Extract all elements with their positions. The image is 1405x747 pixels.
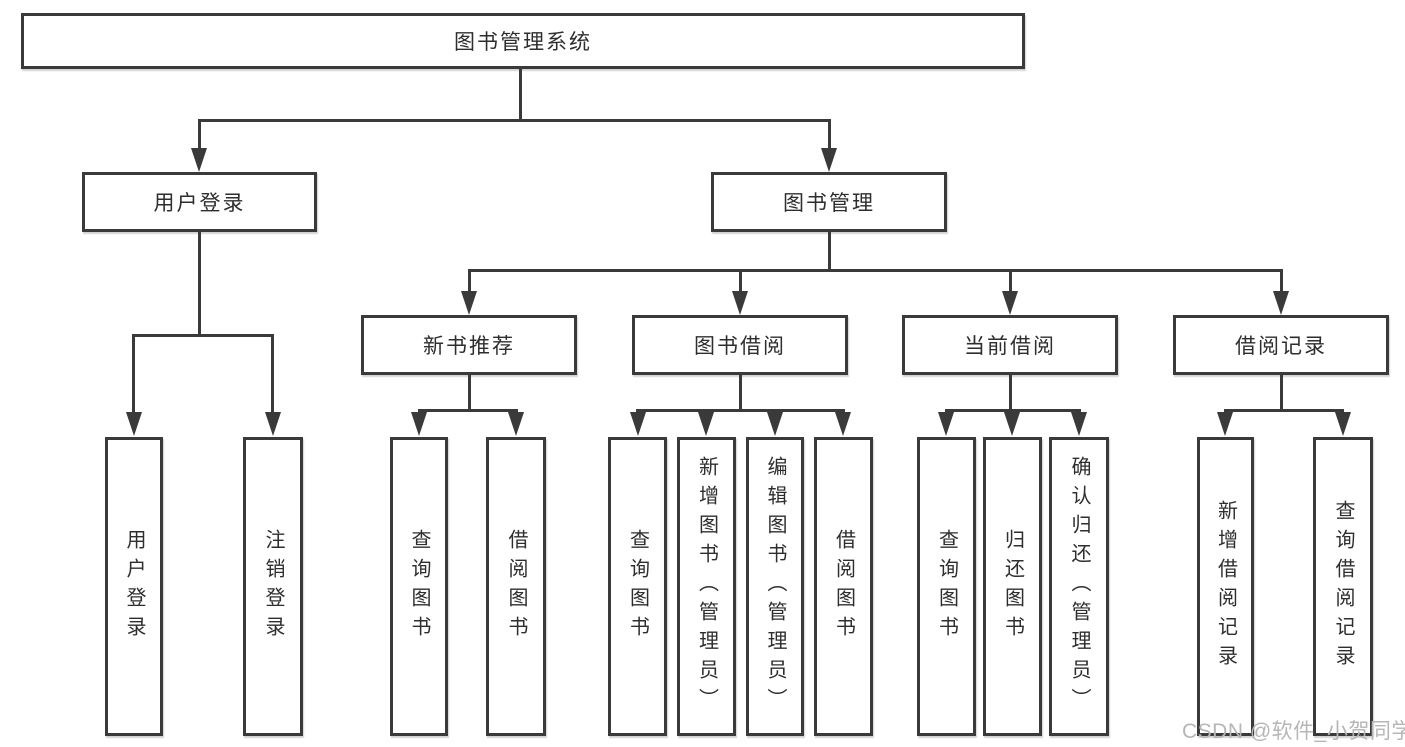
node-leaf-user-login-label: 用户登录 [123, 528, 145, 645]
node-current-borrowing: 当前借阅 [902, 315, 1118, 375]
node-borrow-add-books-admin: 新增图书（管理员） [677, 437, 736, 736]
arrow-down-icon [191, 148, 207, 172]
node-current-query-books-label: 查询图书 [935, 528, 958, 645]
node-leaf-logout-label: 注销登录 [262, 528, 284, 645]
connector-rec-hline [418, 409, 518, 412]
node-root-label: 图书管理系统 [454, 31, 592, 54]
node-rec-borrow-books: 借阅图书 [486, 437, 546, 736]
node-borrow-records: 借阅记录 [1173, 315, 1389, 375]
node-current-confirm-return-admin-label: 确认归还（管理员） [1068, 456, 1090, 717]
node-current-borrowing-label: 当前借阅 [964, 335, 1056, 358]
connector-login-hline [132, 334, 274, 337]
connector-mgmt-vline [828, 232, 831, 272]
connector-login-drop-left [132, 334, 135, 414]
arrow-down-icon [126, 412, 142, 436]
node-current-return-books-label: 归还图书 [1001, 528, 1024, 645]
arrow-down-icon [821, 148, 837, 172]
arrow-down-icon [1002, 291, 1018, 315]
node-records-add-record: 新增借阅记录 [1197, 437, 1254, 736]
connector-records-vline [1280, 375, 1283, 412]
arrow-down-icon [1217, 412, 1233, 436]
connector-mgmt-drop-2 [739, 269, 742, 295]
node-new-book-recommend: 新书推荐 [361, 315, 577, 375]
node-root: 图书管理系统 [21, 13, 1025, 69]
connector-records-hline [1224, 409, 1344, 412]
node-borrow-query-books: 查询图书 [608, 437, 667, 736]
arrow-down-icon [1335, 412, 1351, 436]
node-book-borrowing-label: 图书借阅 [694, 335, 786, 358]
connector-mgmt-drop-3 [1009, 269, 1012, 295]
node-records-add-record-label: 新增借阅记录 [1214, 499, 1237, 674]
connector-current-vline [1009, 375, 1012, 412]
connector-mgmt-hline [468, 269, 1283, 272]
node-current-confirm-return-admin: 确认归还（管理员） [1049, 437, 1109, 736]
node-user-login: 用户登录 [82, 172, 317, 232]
node-user-login-label: 用户登录 [153, 192, 246, 215]
node-borrow-add-books-admin-label: 新增图书（管理员） [695, 456, 718, 717]
arrow-down-icon [265, 412, 281, 436]
arrow-down-icon [835, 412, 851, 436]
arrow-down-icon [1004, 412, 1020, 436]
node-leaf-logout: 注销登录 [243, 437, 303, 736]
arrow-down-icon [1273, 291, 1289, 315]
node-rec-query-books: 查询图书 [390, 437, 448, 736]
csdn-watermark: CSDN @软件_小贺同学 [1182, 720, 1405, 743]
connector-mgmt-drop-1 [468, 269, 471, 295]
arrow-down-icon [461, 291, 477, 315]
node-book-management: 图书管理 [711, 172, 947, 232]
node-new-book-recommend-label: 新书推荐 [423, 335, 515, 358]
node-records-query-record-label: 查询借阅记录 [1332, 499, 1354, 674]
node-current-query-books: 查询图书 [917, 437, 976, 736]
arrow-down-icon [508, 412, 524, 436]
node-borrow-borrow-books-label: 借阅图书 [832, 528, 855, 645]
connector-login-vline [198, 232, 201, 337]
arrow-down-icon [938, 412, 954, 436]
connector-current-hline [945, 409, 1081, 412]
node-current-return-books: 归还图书 [983, 437, 1042, 736]
connector-login-drop-right [271, 334, 274, 414]
node-book-management-label: 图书管理 [783, 192, 875, 215]
node-records-query-record: 查询借阅记录 [1313, 437, 1373, 736]
connector-rec-vline [468, 375, 471, 412]
arrow-down-icon [767, 412, 783, 436]
node-book-borrowing: 图书借阅 [632, 315, 848, 375]
connector-root-hline [198, 119, 830, 122]
node-borrow-borrow-books: 借阅图书 [814, 437, 873, 736]
node-borrow-query-books-label: 查询图书 [626, 528, 649, 645]
connector-root-vline [519, 69, 522, 120]
arrow-down-icon [1071, 412, 1087, 436]
arrow-down-icon [630, 412, 646, 436]
arrow-down-icon [411, 412, 427, 436]
connector-root-drop-right [828, 119, 831, 150]
connector-borrow-vline [739, 375, 742, 412]
node-borrow-records-label: 借阅记录 [1235, 335, 1327, 358]
node-leaf-user-login: 用户登录 [105, 437, 163, 736]
arrow-down-icon [732, 291, 748, 315]
arrow-down-icon [698, 412, 714, 436]
connector-root-drop-left [198, 119, 201, 150]
connector-borrow-hline [636, 409, 845, 412]
node-rec-query-books-label: 查询图书 [408, 528, 430, 645]
node-borrow-edit-books-admin-label: 编辑图书（管理员） [764, 456, 786, 717]
node-rec-borrow-books-label: 借阅图书 [505, 528, 527, 645]
connector-mgmt-drop-4 [1280, 269, 1283, 295]
node-borrow-edit-books-admin: 编辑图书（管理员） [746, 437, 804, 736]
